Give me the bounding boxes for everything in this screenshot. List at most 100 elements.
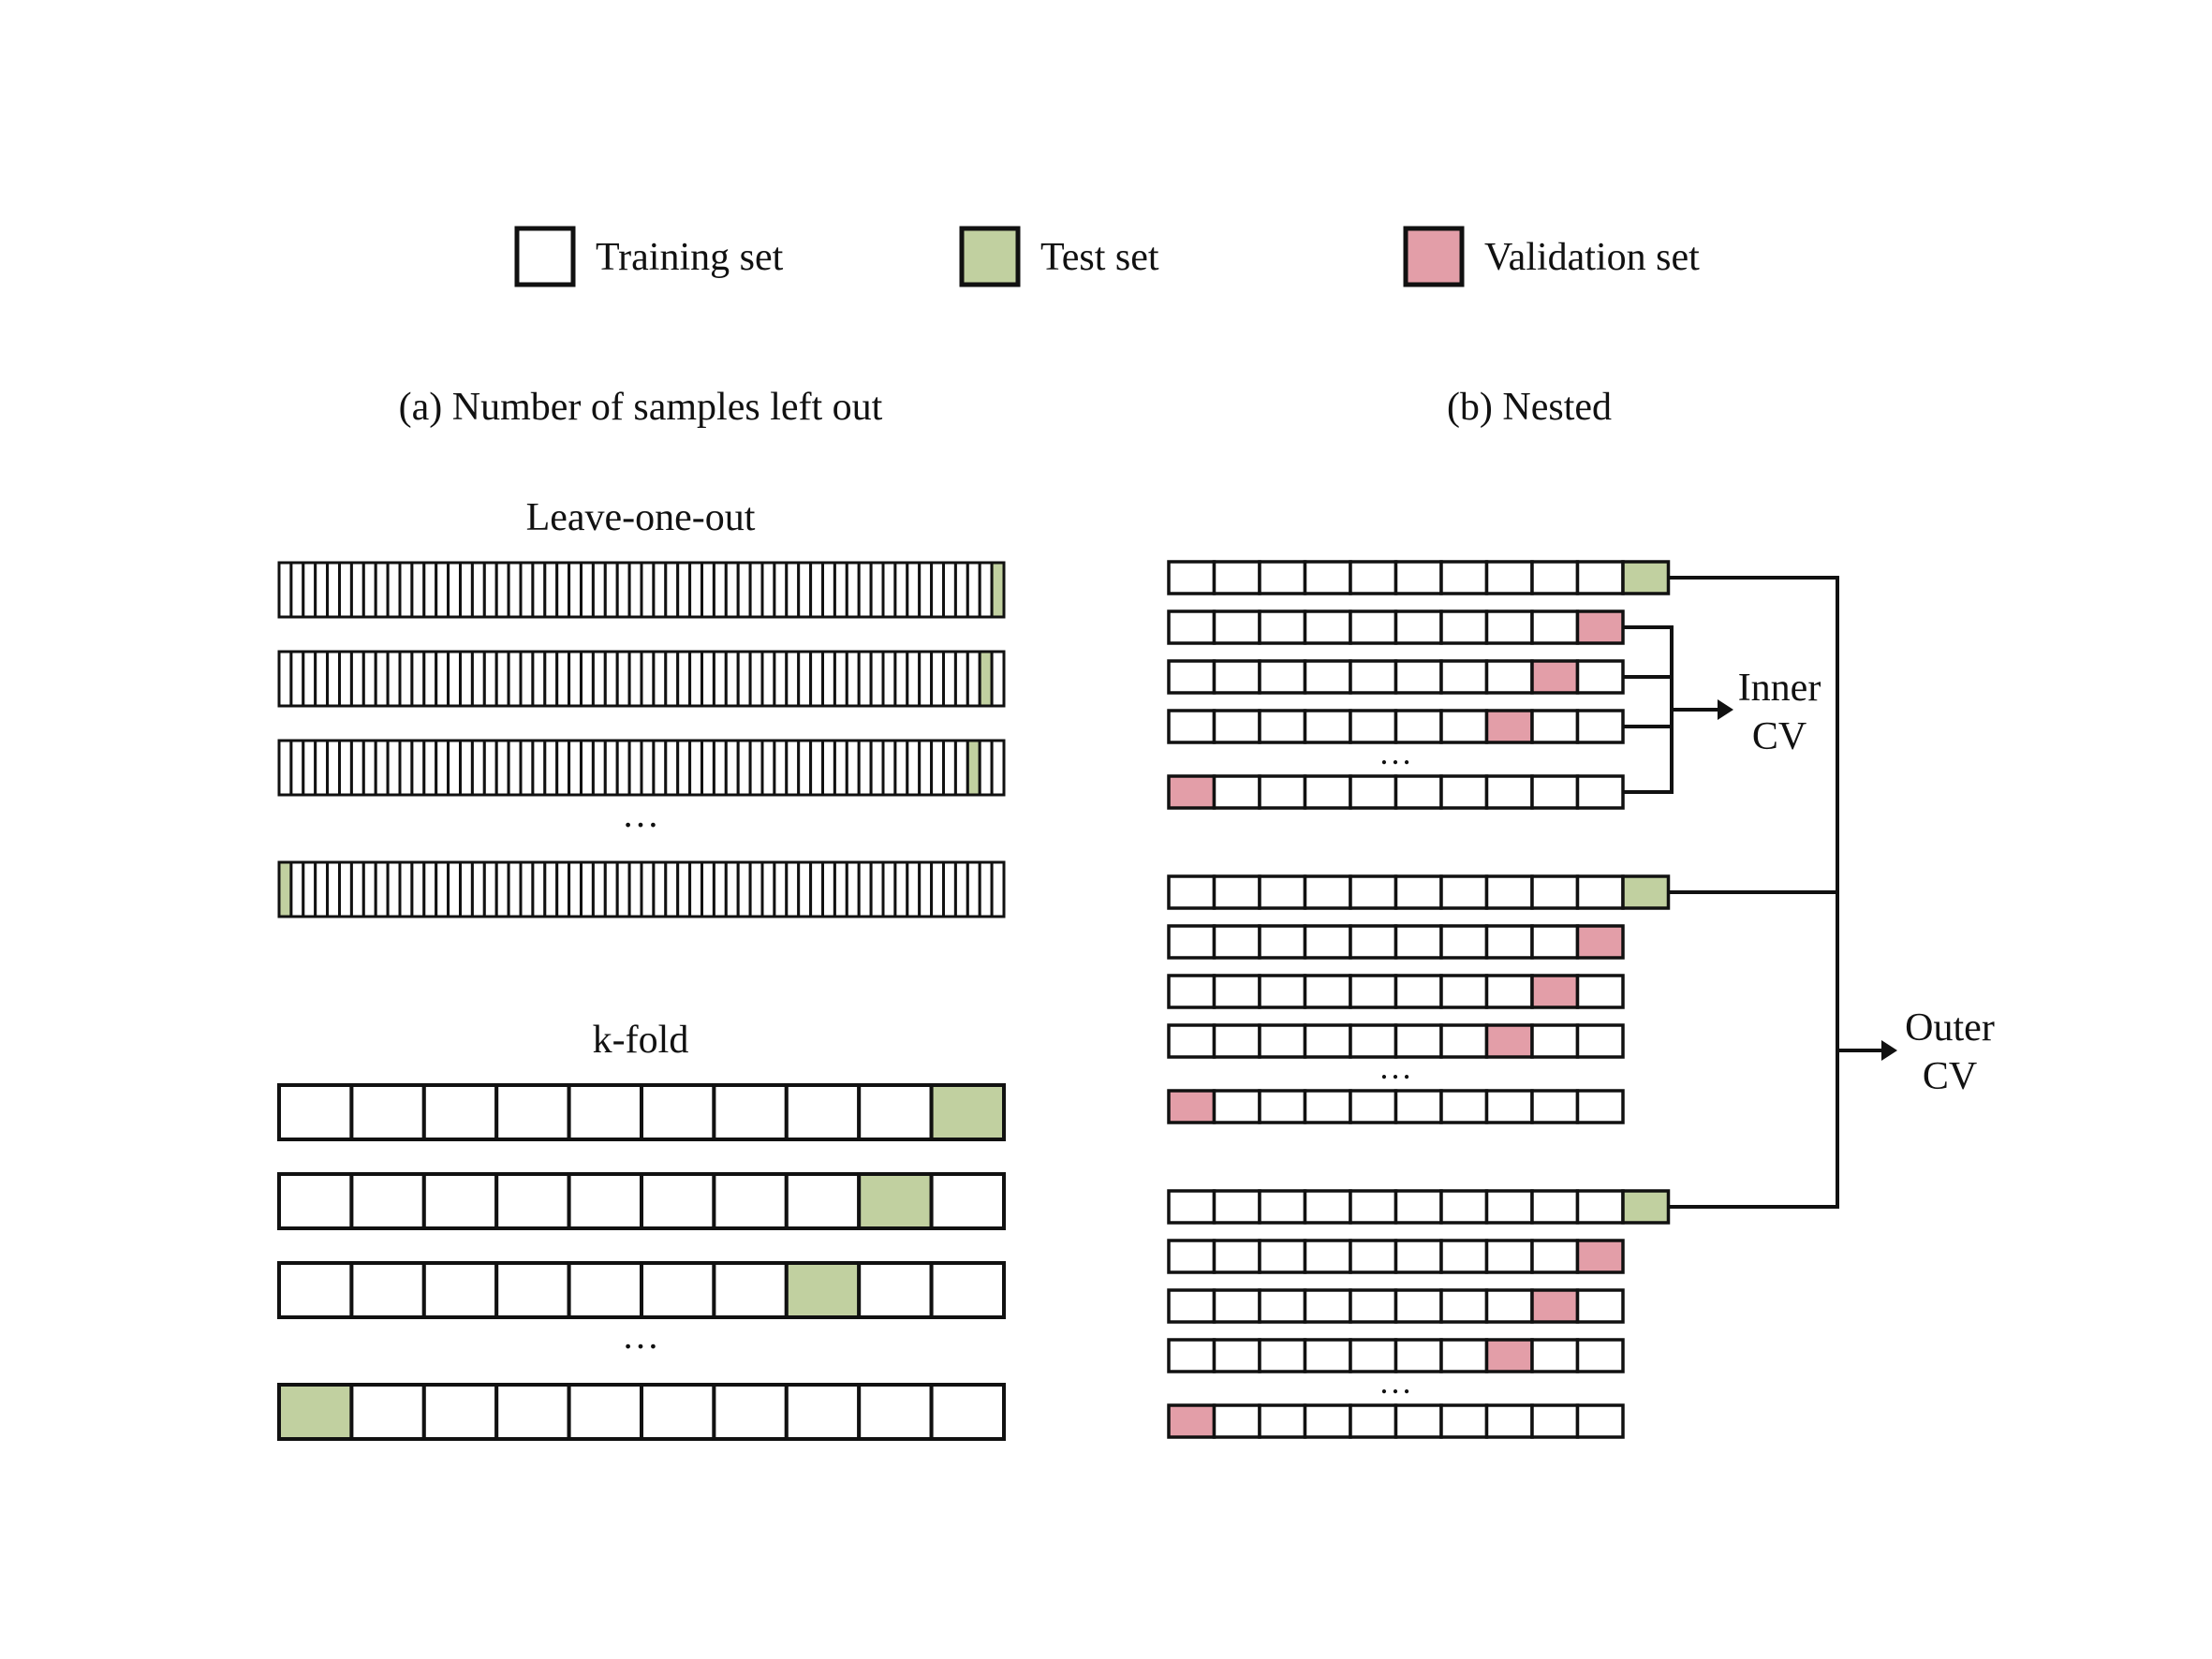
kfold-row (277, 1083, 1006, 1141)
training-cell (1212, 1023, 1261, 1059)
loo-row (277, 561, 1006, 619)
training-cell (302, 739, 317, 797)
training-cell (1303, 874, 1352, 910)
training-cell (494, 1083, 571, 1141)
training-cell (1167, 1189, 1217, 1225)
training-cell (712, 650, 728, 708)
training-cell (1575, 874, 1625, 910)
training-cell (398, 739, 414, 797)
training-cell (953, 561, 969, 619)
training-cell (929, 1261, 1006, 1319)
training-cell (676, 739, 692, 797)
training-cell (906, 739, 922, 797)
training-cell (543, 860, 559, 918)
training-cell (1439, 560, 1489, 595)
training-cell (543, 561, 559, 619)
training-cell (809, 739, 824, 797)
training-cell (349, 860, 365, 918)
training-cell (869, 561, 885, 619)
training-cell (918, 739, 934, 797)
training-cell (349, 1383, 426, 1441)
training-cell (1575, 1023, 1625, 1059)
training-cell (1303, 924, 1352, 960)
training-cell (664, 860, 680, 918)
held-out-cell (857, 1172, 934, 1230)
training-cell (1530, 1089, 1580, 1124)
training-cell (966, 561, 981, 619)
held-out-cell (277, 1383, 354, 1441)
training-cell (869, 650, 885, 708)
training-cell (1349, 1189, 1398, 1225)
training-cell (615, 561, 631, 619)
held-out-cell (1484, 1338, 1534, 1373)
inner-row (1167, 609, 1625, 645)
training-cell (1212, 874, 1261, 910)
training-cell (724, 860, 740, 918)
kfold-label: k-fold (593, 1019, 689, 1062)
training-cell (1530, 560, 1580, 595)
training-cell (652, 561, 668, 619)
training-cell (580, 650, 595, 708)
training-cell (676, 650, 692, 708)
training-cell (1394, 1089, 1443, 1124)
training-cell (1394, 1288, 1443, 1324)
training-cell (1258, 560, 1307, 595)
training-cell (784, 1083, 862, 1141)
training-cell (470, 650, 486, 708)
training-cell (1303, 1023, 1352, 1059)
inner-row (1167, 1239, 1625, 1274)
training-cell (906, 650, 922, 708)
training-cell (700, 739, 715, 797)
loo-rows (277, 561, 1006, 918)
training-cell (1394, 659, 1443, 695)
held-out-cell (1530, 659, 1580, 695)
training-cell (857, 1261, 934, 1319)
held-out-cell (990, 561, 1006, 619)
training-cell (688, 860, 703, 918)
training-cell (1303, 974, 1352, 1009)
legend: Training set Test set Validation set (514, 226, 1700, 287)
training-cell (1212, 609, 1261, 645)
training-cell (1349, 709, 1398, 744)
training-cell (470, 561, 486, 619)
training-cell (519, 860, 535, 918)
training-cell (326, 860, 342, 918)
training-cell (422, 650, 438, 708)
training-cell (809, 650, 824, 708)
training-cell (809, 860, 824, 918)
training-cell (1530, 774, 1580, 810)
training-cell (990, 860, 1006, 918)
loo-row (277, 650, 1006, 708)
training-cell (507, 561, 523, 619)
training-cell (422, 561, 438, 619)
training-cell (386, 650, 402, 708)
training-cell (966, 860, 981, 918)
training-cell (942, 561, 957, 619)
legend-test-swatch (959, 226, 1021, 287)
inner-row (1167, 1338, 1625, 1373)
training-cell (1303, 1338, 1352, 1373)
training-cell (748, 561, 764, 619)
training-cell (1258, 1288, 1307, 1324)
training-cell (1212, 560, 1261, 595)
training-cell (459, 650, 474, 708)
training-cell (1167, 1288, 1217, 1324)
training-cell (760, 650, 776, 708)
inner-row (1167, 659, 1625, 695)
training-cell (386, 739, 402, 797)
training-cell (1394, 774, 1443, 810)
training-cell (1349, 924, 1398, 960)
training-cell (627, 860, 643, 918)
training-cell (1349, 659, 1398, 695)
training-cell (1575, 1403, 1625, 1439)
held-out-cell (1484, 1023, 1534, 1059)
training-cell (603, 739, 619, 797)
training-cell (1167, 709, 1217, 744)
training-cell (906, 561, 922, 619)
training-cell (857, 739, 873, 797)
panel-b: … … … Inner CV Outer CV (1167, 560, 1995, 1439)
training-cell (1303, 1189, 1352, 1225)
legend-test-label: Test set (1040, 236, 1159, 279)
training-cell (845, 739, 861, 797)
training-cell (1258, 1239, 1307, 1274)
